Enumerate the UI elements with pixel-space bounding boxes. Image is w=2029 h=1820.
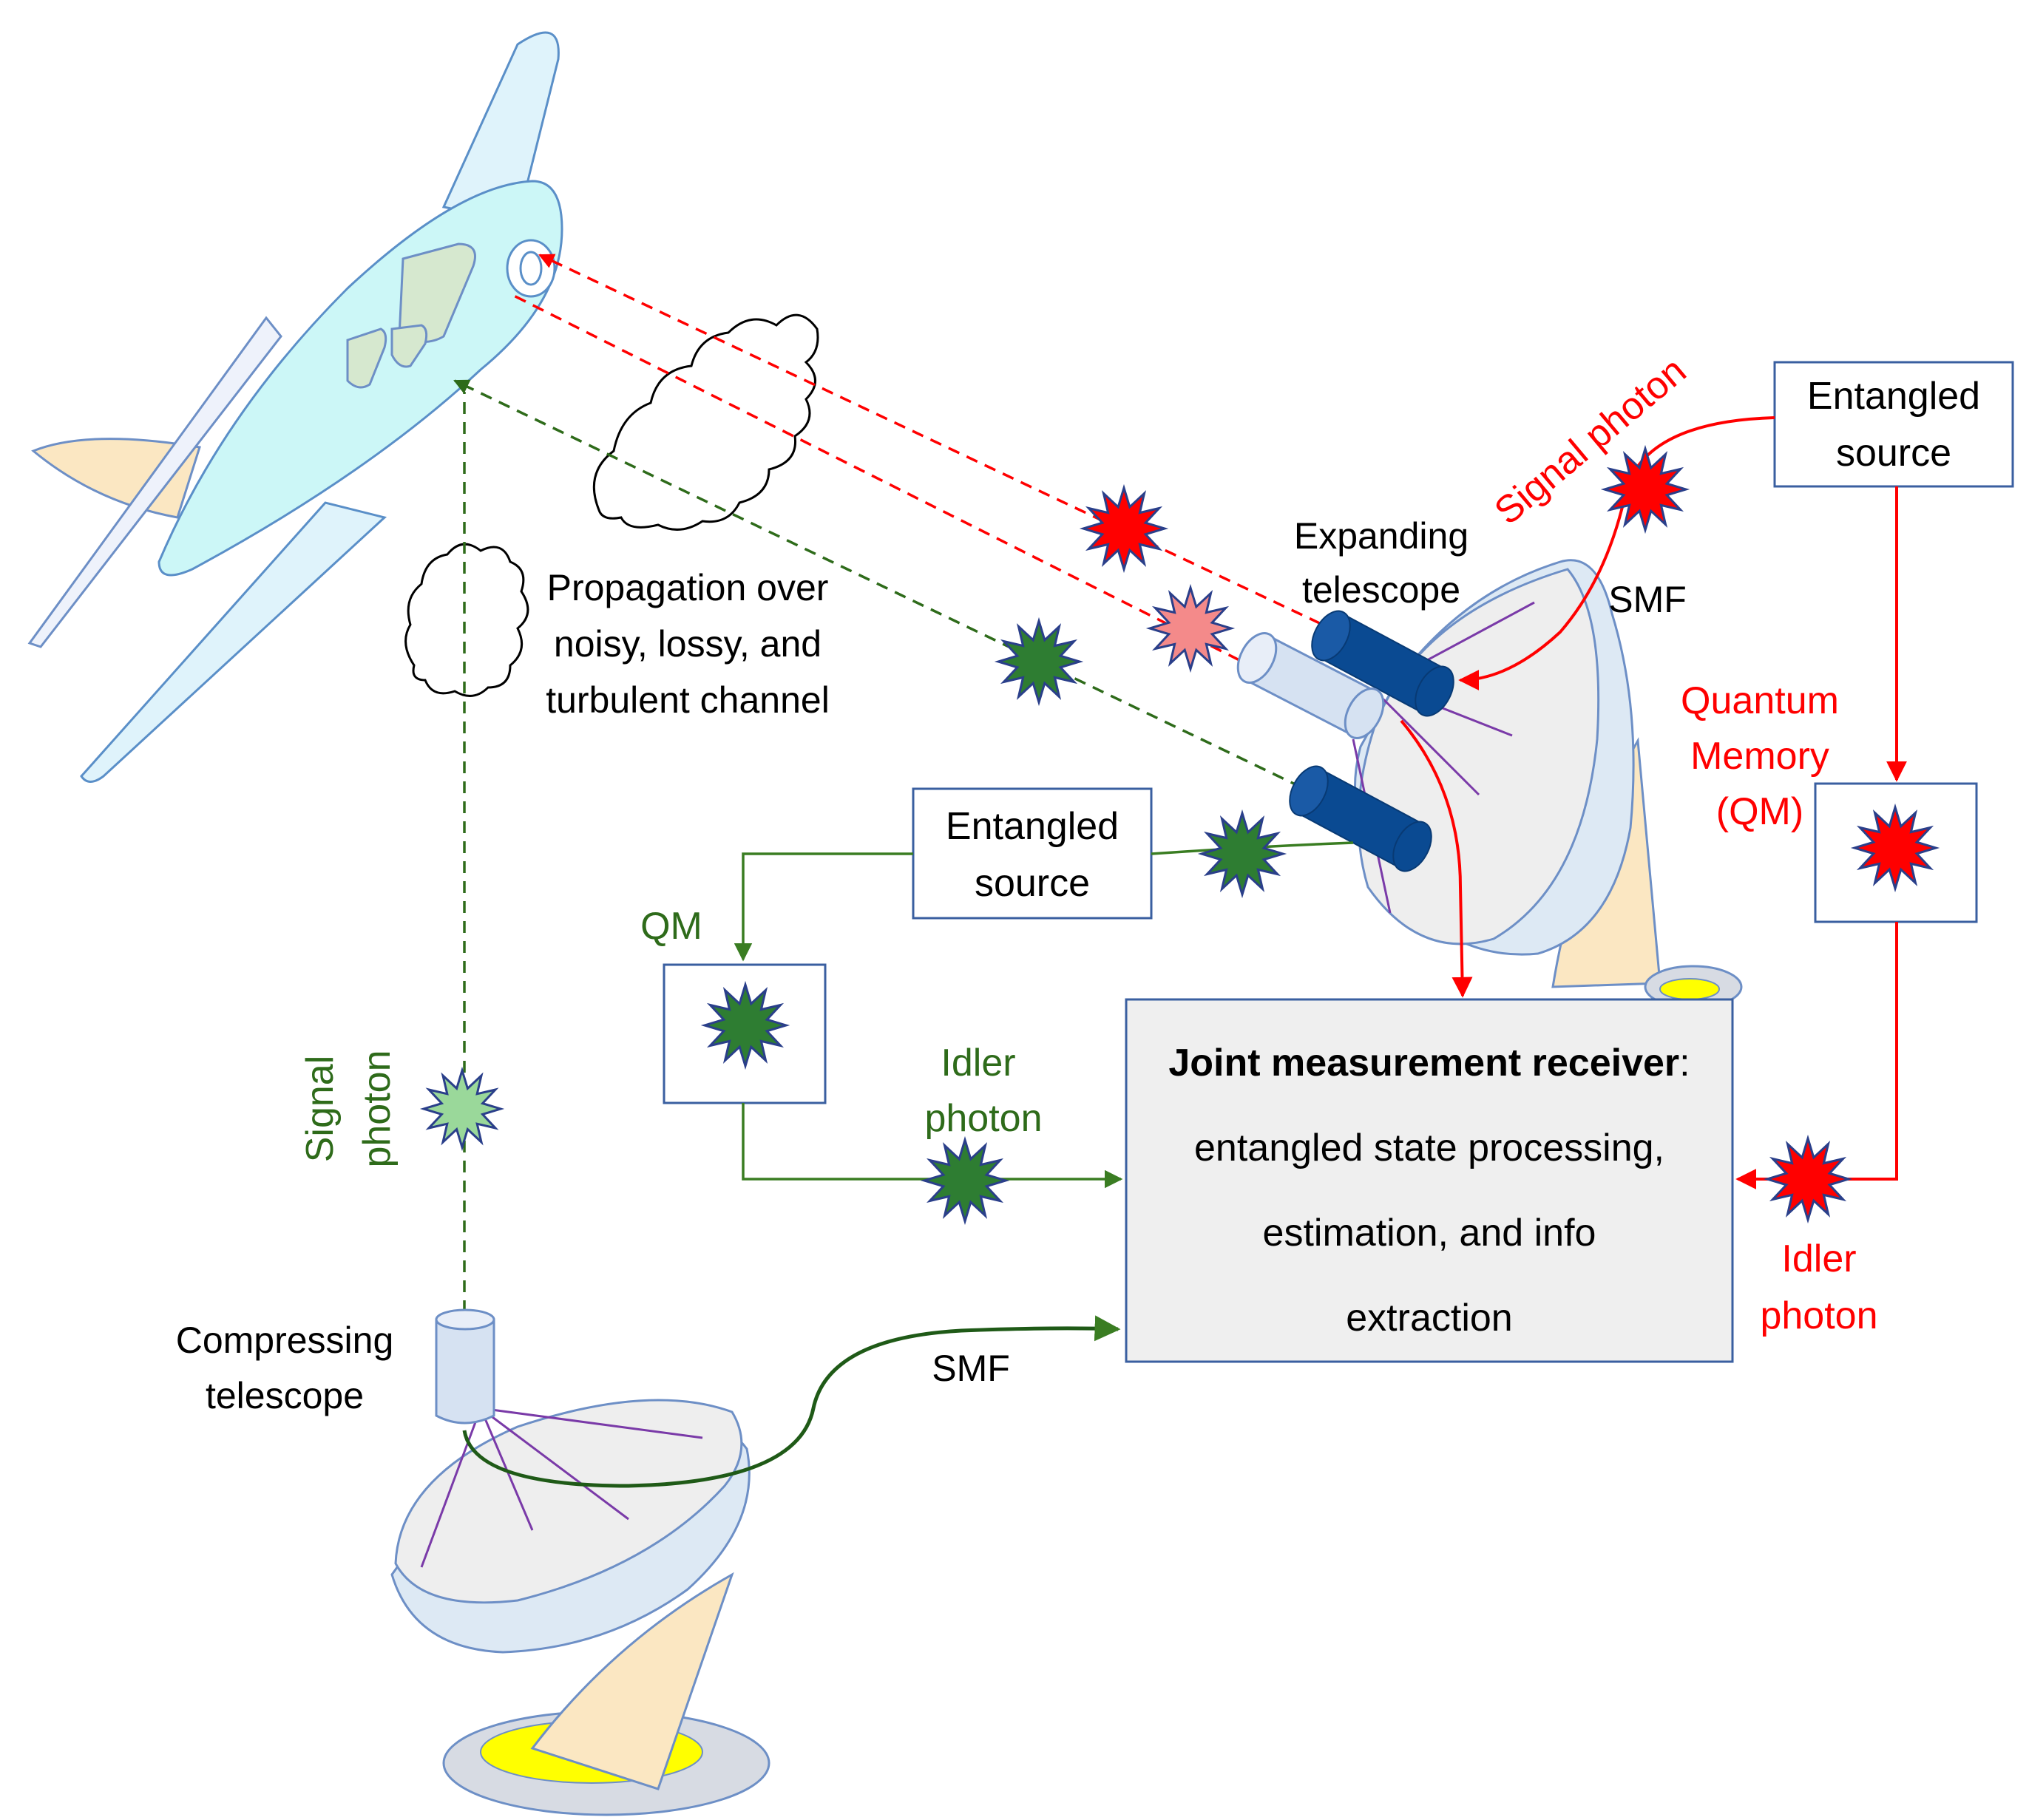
entangled-source-middle-box: Entangled source	[912, 787, 1153, 920]
expanding-telescope-label-line2: telescope	[1302, 569, 1460, 611]
smf-bottom-label: SMF	[932, 1348, 1010, 1389]
free-space-links	[453, 254, 1339, 1312]
signal-photon-star-light-green-icon	[419, 1066, 505, 1152]
propagation-label-line2: noisy, lossy, and	[554, 623, 822, 665]
dish-antenna-icon	[390, 1399, 770, 1816]
photon-stars	[419, 444, 1940, 1226]
smf-top-label: SMF	[1608, 579, 1687, 620]
entangled-source-middle-line1: Entangled	[946, 805, 1119, 848]
quantum-memory-label-line3: (QM)	[1716, 790, 1803, 833]
airplane-icon	[27, 31, 563, 783]
receiver-title: Joint measurement receiver	[1168, 1042, 1679, 1084]
idler-photon-green-label-line1: Idler	[941, 1042, 1015, 1084]
receiver-line3: extraction	[1346, 1297, 1512, 1339]
idler-photon-red-label-line1: Idler	[1781, 1237, 1856, 1280]
signal-photon-star-red-1-icon	[1079, 483, 1169, 574]
entangled-source-right-line2: source	[1836, 432, 1951, 475]
cloud-icon	[404, 313, 819, 697]
propagation-label-line1: Propagation over	[547, 567, 829, 608]
receiver-line2: estimation, and info	[1263, 1212, 1596, 1254]
expanding-telescope-label-line1: Expanding	[1294, 515, 1469, 557]
quantum-memory-label-line2: Memory	[1690, 735, 1829, 778]
idler-photon-star-green-icon	[920, 1135, 1010, 1226]
signal-photon-star-red-2-icon	[1600, 444, 1690, 534]
joint-measurement-receiver-box: Joint measurement receiver: entangled st…	[1125, 998, 1734, 1363]
qm-green-label: QM	[640, 905, 702, 948]
signal-photon-green-label-line1: Signal	[299, 1056, 342, 1163]
signal-photon-star-green-2-icon	[1197, 809, 1287, 899]
compressing-telescope-icon	[435, 1308, 495, 1425]
idler-photon-star-red-icon	[1763, 1134, 1853, 1224]
entangled-source-right-line1: Entangled	[1807, 375, 1980, 418]
propagation-label-line3: turbulent channel	[546, 679, 830, 721]
receiver-line1: entangled state processing,	[1194, 1127, 1664, 1169]
quantum-memory-label-line1: Quantum	[1681, 679, 1839, 722]
receiver-title-colon: :	[1679, 1042, 1690, 1084]
entangled-source-middle-line2: source	[975, 862, 1090, 905]
idler-photon-green-label-line2: photon	[924, 1097, 1042, 1140]
expanding-telescope-icon	[1236, 610, 1454, 872]
signal-photon-green-label-line2: photon	[356, 1050, 399, 1167]
idler-photon-red-label-line2: photon	[1760, 1294, 1877, 1337]
entangled-source-right-box: Entangled source	[1773, 361, 2014, 488]
qm-green-star-icon	[700, 980, 790, 1070]
signal-photon-star-green-1-icon	[994, 617, 1084, 707]
compressing-telescope-label-line2: telescope	[206, 1375, 364, 1416]
receiver-title-line: Joint measurement receiver:	[1168, 1042, 1690, 1084]
signal-photon-star-pink-icon	[1145, 583, 1236, 673]
dish-antenna-icon	[1352, 559, 1743, 1009]
compressing-telescope-label-line1: Compressing	[176, 1320, 394, 1361]
qm-red-star-icon	[1850, 803, 1940, 893]
